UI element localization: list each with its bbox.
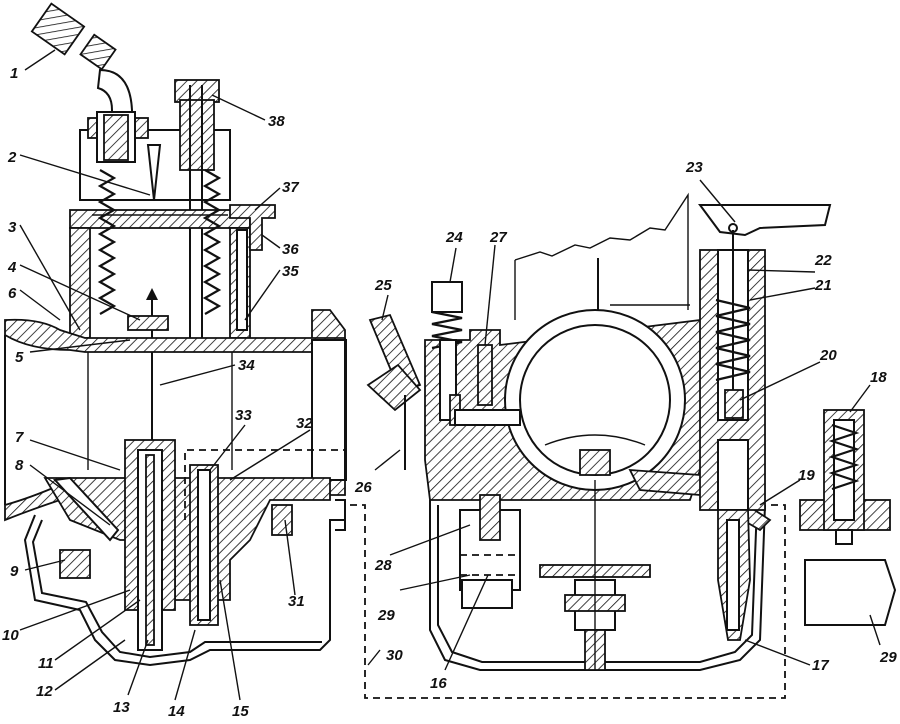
label-35: 35 — [282, 263, 299, 280]
label-11: 11 — [38, 655, 54, 672]
enrichener-plunger — [698, 204, 832, 641]
label-6: 6 — [8, 285, 17, 302]
label-14: 14 — [168, 703, 185, 720]
top-cover — [79, 79, 231, 350]
label-16: 16 — [430, 675, 447, 692]
label-12: 12 — [36, 683, 53, 700]
label-31: 31 — [288, 593, 305, 610]
label-32: 32 — [296, 415, 313, 432]
label-34: 34 — [238, 357, 255, 374]
label-8: 8 — [15, 457, 24, 474]
label-19: 19 — [798, 467, 815, 484]
label-29-right: 29 — [879, 649, 897, 666]
label-3: 3 — [8, 219, 17, 236]
label-26: 26 — [354, 479, 372, 496]
screw-24 — [431, 281, 463, 426]
label-9: 9 — [10, 563, 19, 580]
pipe-25 — [366, 313, 422, 470]
label-24: 24 — [445, 229, 463, 246]
air-passage-dashed — [184, 449, 786, 699]
label-7: 7 — [15, 429, 24, 446]
slide-chamber — [69, 169, 276, 470]
label-28: 28 — [374, 557, 392, 574]
label-17: 17 — [812, 657, 829, 674]
label-36: 36 — [282, 241, 299, 258]
label-18: 18 — [870, 369, 887, 386]
label-15: 15 — [232, 703, 249, 720]
mounting-flange — [514, 192, 689, 320]
leader-lines — [19, 49, 881, 701]
label-5: 5 — [15, 349, 24, 366]
float-29 — [804, 559, 897, 626]
label-10: 10 — [2, 627, 19, 644]
label-13: 13 — [113, 699, 130, 716]
label-4: 4 — [7, 259, 17, 276]
label-37: 37 — [282, 179, 299, 196]
label-38: 38 — [268, 113, 285, 130]
label-30: 30 — [386, 647, 403, 664]
middle-section-view — [366, 192, 832, 671]
detail-18 — [799, 409, 891, 545]
label-25: 25 — [374, 277, 392, 294]
jet-block — [43, 439, 331, 651]
label-2: 2 — [7, 149, 17, 166]
label-23: 23 — [685, 159, 703, 176]
label-29-middle: 29 — [377, 607, 395, 624]
label-33: 33 — [235, 407, 252, 424]
label-1: 1 — [10, 65, 18, 82]
label-20: 20 — [819, 347, 837, 364]
part-labels: 1 2 3 4 5 6 7 8 9 10 11 12 13 14 15 16 1… — [2, 65, 897, 720]
label-27: 27 — [489, 229, 507, 246]
label-22: 22 — [814, 252, 832, 269]
label-21: 21 — [814, 277, 832, 294]
left-section-view — [4, 2, 786, 699]
